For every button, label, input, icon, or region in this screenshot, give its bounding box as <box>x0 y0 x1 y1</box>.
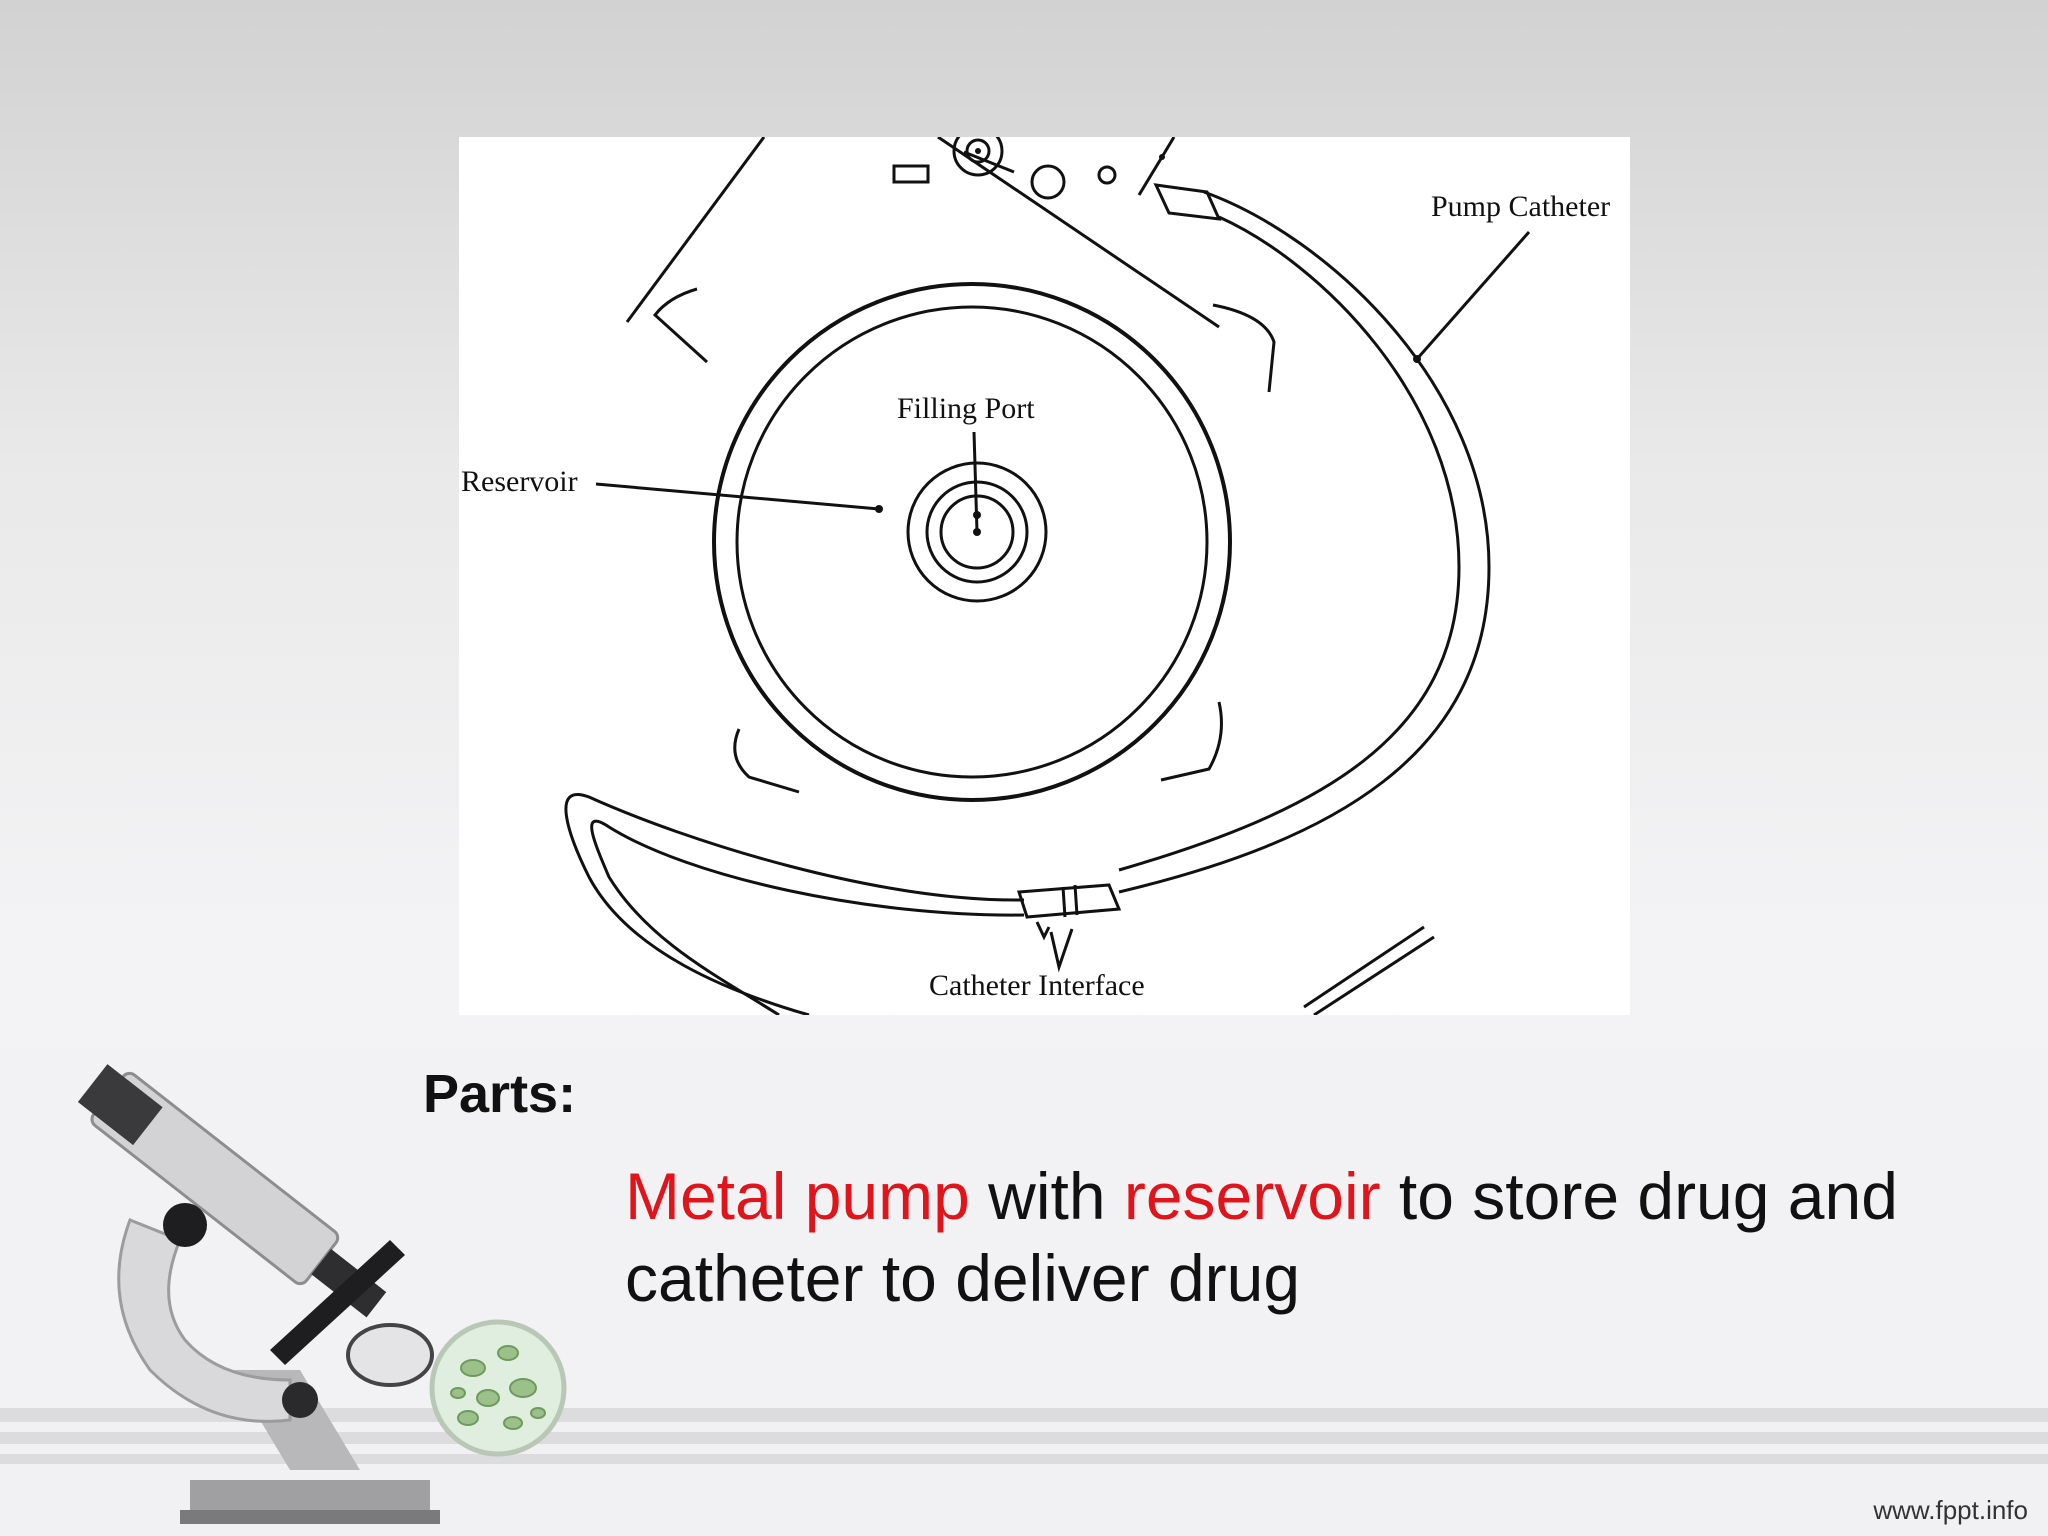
pump-diagram-svg: Pump Catheter Filling Port Reservoir Cat… <box>461 137 1610 1015</box>
top-pin <box>1097 165 1117 185</box>
microscope-mirror <box>346 1323 434 1387</box>
organelle <box>460 1359 486 1377</box>
lug-upper-right <box>1212 303 1276 393</box>
top-slot <box>892 164 930 184</box>
microscope-stage <box>270 1240 405 1365</box>
organelle <box>497 1345 519 1361</box>
dot <box>975 148 981 154</box>
microscope-knob <box>282 1382 318 1418</box>
bottom-connector <box>1016 883 1122 919</box>
top-circle-small <box>965 138 991 164</box>
outgoing-catheter-inner <box>590 819 1025 1015</box>
connector-ribs <box>1061 884 1079 918</box>
label-filling-port: Filling Port <box>897 392 1035 425</box>
stripe <box>0 1454 2048 1464</box>
port-ring-outer <box>906 461 1048 603</box>
cell-icon <box>429 1319 567 1457</box>
label-reservoir: Reservoir <box>461 465 578 498</box>
organelle <box>457 1410 479 1426</box>
dot <box>1159 154 1165 160</box>
parts-description: Metal pump with reservoir to store drug … <box>625 1155 2005 1319</box>
leader-pump-catheter <box>1415 231 1531 360</box>
microscope-base-edge <box>180 1510 440 1524</box>
dot <box>973 528 981 536</box>
parts-heading: Parts: <box>423 1064 577 1124</box>
text-rest: to store drug and catheter to deliver dr… <box>625 1159 1898 1315</box>
organelle <box>530 1407 546 1419</box>
top-hole <box>1030 164 1066 200</box>
highlight-reservoir: reservoir <box>1123 1159 1381 1233</box>
connector-line <box>963 150 1015 174</box>
text-with: with <box>969 1159 1124 1233</box>
dot <box>1413 355 1421 363</box>
organelle <box>450 1387 466 1399</box>
lug-lower-left <box>733 728 800 794</box>
microscope-icon <box>77 1064 440 1524</box>
organelle <box>503 1416 523 1430</box>
label-pump-catheter: Pump Catheter <box>1431 190 1610 223</box>
lug-upper-left <box>652 287 709 364</box>
leader-reservoir <box>595 482 880 511</box>
top-circle-large <box>952 137 1004 177</box>
microscope-focus-knob <box>163 1203 207 1247</box>
organelle <box>509 1378 537 1398</box>
outgoing-catheter-outer <box>564 793 1025 1015</box>
lug-lower-right <box>1160 701 1223 782</box>
top-connector <box>1153 183 1222 221</box>
dot <box>875 505 883 513</box>
pump-catheter-outer <box>1118 190 1491 894</box>
label-catheter-interface: Catheter Interface <box>929 969 1145 1002</box>
housing-left-edge <box>625 137 766 323</box>
footer-url[interactable]: www.fppt.info <box>1873 1495 2028 1525</box>
microscope-eyepiece <box>77 1064 163 1146</box>
cell-membrane <box>429 1319 567 1457</box>
dot <box>973 511 981 519</box>
outer-ring <box>712 282 1232 802</box>
organelle <box>476 1389 500 1407</box>
microscope-arm <box>117 1218 292 1423</box>
housing-right-edge <box>937 137 1220 329</box>
inner-ring <box>735 305 1209 779</box>
pump-catheter-inner <box>1118 215 1461 872</box>
highlight-metal-pump: Metal pump <box>625 1159 970 1233</box>
catheter-tip <box>1303 925 1435 1015</box>
pump-diagram: Pump Catheter Filling Port Reservoir Cat… <box>459 137 1630 1015</box>
leader-catheter-interface <box>1035 921 1074 973</box>
